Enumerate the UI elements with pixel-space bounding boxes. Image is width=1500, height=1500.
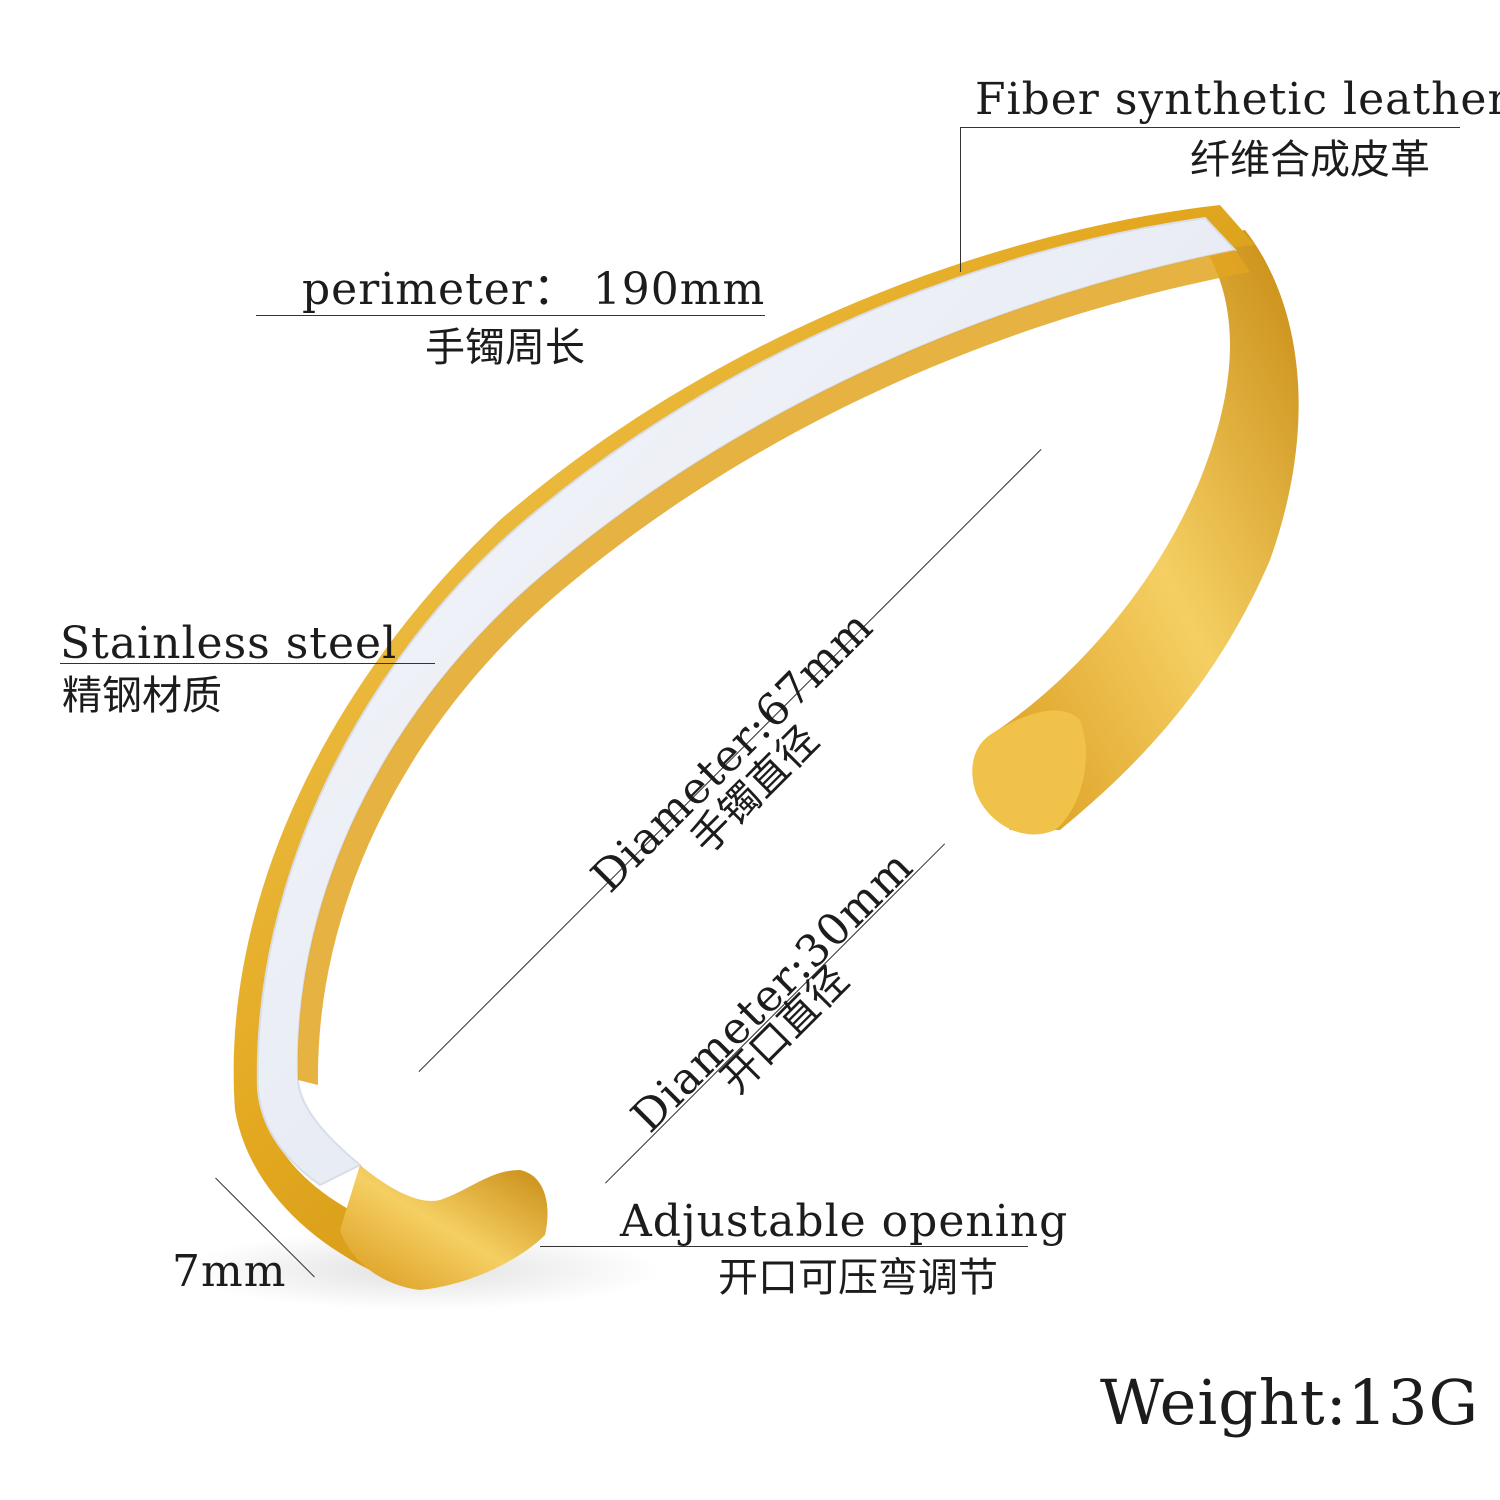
fiber-leather-label: Fiber synthetic leather	[975, 74, 1500, 125]
perimeter-label-zh: 手镯周长	[425, 325, 585, 371]
fiber-leather-label-zh: 纤维合成皮革	[1190, 137, 1430, 183]
stainless-steel-label: Stainless steel	[60, 618, 398, 669]
fiber-leather-pointer	[960, 127, 961, 272]
bracelet-inner-left	[340, 1165, 548, 1290]
stainless-steel-label-zh: 精钢材质	[62, 673, 222, 719]
perimeter-rule	[256, 315, 765, 316]
bracelet-inner-edge	[297, 250, 1250, 1085]
width-label: 7mm	[172, 1246, 287, 1297]
bracelet-end-right	[972, 710, 1086, 835]
adjustable-opening-label: Adjustable opening	[620, 1196, 1069, 1247]
weight-label: Weight:13G	[1100, 1366, 1480, 1439]
adjustable-opening-label-zh: 开口可压弯调节	[718, 1255, 998, 1301]
adjustable-opening-rule	[540, 1246, 1028, 1247]
perimeter-label: perimeter： 190mm	[302, 264, 766, 315]
bracelet-inner-right	[983, 230, 1299, 830]
fiber-leather-rule	[960, 127, 1460, 128]
stainless-steel-rule	[60, 663, 435, 664]
bracelet-leather-strip	[256, 216, 1237, 1187]
